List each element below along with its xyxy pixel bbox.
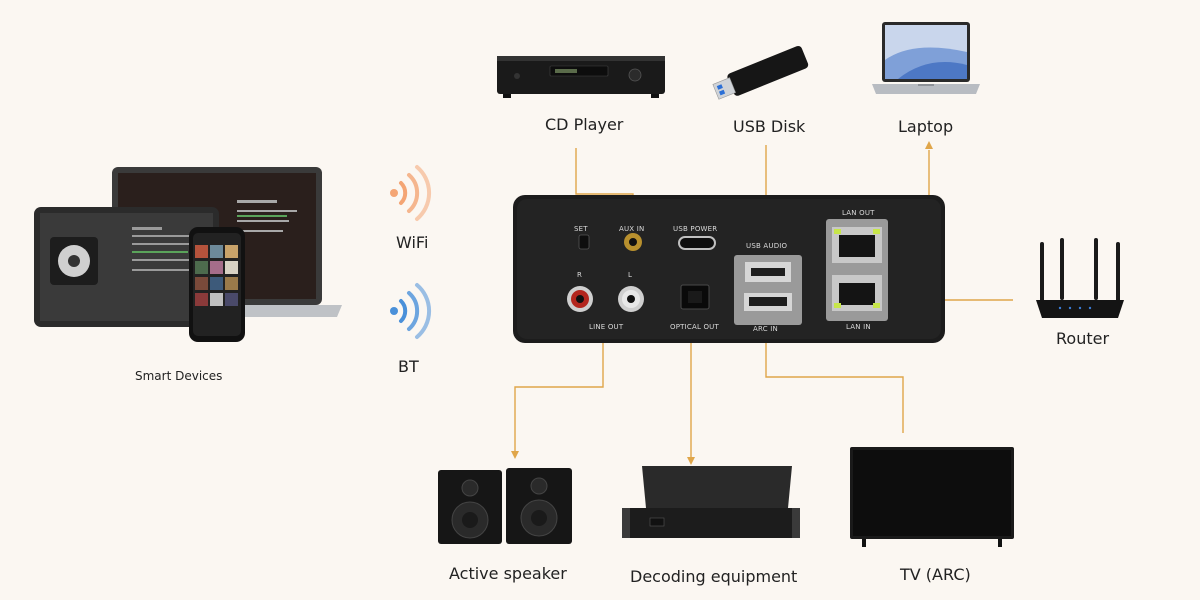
decoding-equipment-image (622, 466, 800, 538)
wifi-label: WiFi (396, 233, 429, 252)
set-port-label: SET (574, 225, 588, 233)
tv-image (850, 447, 1014, 547)
usb-audio-port-label: USB AUDIO (746, 242, 788, 250)
lan-out-port-label: LAN OUT (842, 209, 875, 217)
laptop-image (872, 22, 980, 94)
streamer-hub: SET AUX IN USB POWER USB AUDIO LAN OUT L… (513, 195, 945, 343)
active-speaker-image (438, 468, 572, 544)
router-label: Router (1056, 329, 1110, 348)
decoder-arrow (687, 457, 695, 465)
optical-out-port-label: OPTICAL OUT (670, 323, 719, 331)
laptop-arrow (925, 141, 933, 149)
usb-disk-image (712, 45, 809, 100)
smart-devices-image (34, 167, 342, 342)
decoding-equipment-label: Decoding equipment (630, 567, 798, 586)
router-image (1036, 238, 1124, 318)
bt-label: BT (398, 357, 419, 376)
cd-player-image (497, 56, 665, 98)
line-out-port-label: LINE OUT (589, 323, 624, 331)
smart-devices-label: Smart Devices (135, 369, 223, 383)
laptop-label: Laptop (898, 117, 954, 136)
cd-player-label: CD Player (545, 115, 624, 134)
tv-label: TV (ARC) (900, 565, 971, 584)
rca-r-label: R (577, 271, 583, 279)
rca-l-label: L (628, 271, 633, 279)
tv-wire (765, 312, 904, 433)
arc-in-port-label: ARC IN (753, 325, 778, 333)
speaker-arrow (511, 451, 519, 459)
active-speaker-label: Active speaker (449, 564, 567, 583)
lan-in-port-label: LAN IN (846, 323, 871, 331)
speaker-wire (514, 338, 604, 452)
wifi-icon (390, 165, 432, 221)
usb-power-port-label: USB POWER (673, 225, 718, 233)
usb-disk-label: USB Disk (733, 117, 806, 136)
bluetooth-icon (390, 283, 432, 339)
aux-in-port-label: AUX IN (619, 225, 645, 233)
hub-body (513, 195, 945, 343)
